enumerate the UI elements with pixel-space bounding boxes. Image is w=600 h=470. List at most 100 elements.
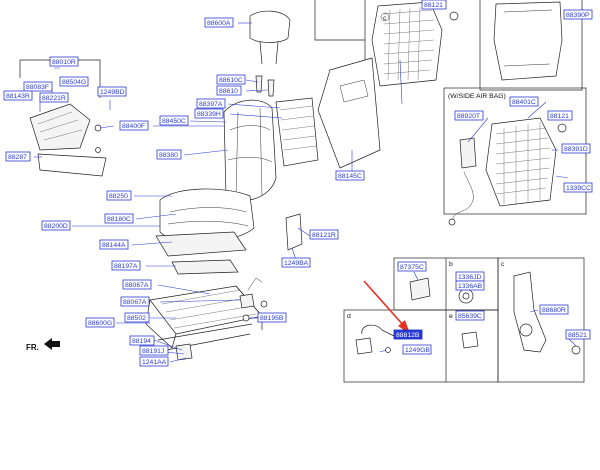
callout-label[interactable]: 88121 [421,0,447,10]
callout-label[interactable]: 88221R [39,92,69,103]
section-d-part [355,324,395,355]
callout-box [59,76,89,87]
callout-label[interactable]: 88083F [23,81,53,92]
callout-code: 1336AB [458,283,483,290]
callout-highlighted[interactable]: 88812B [393,329,423,340]
section-b-letter: b [449,261,453,268]
callout-code: 87375C [400,264,424,271]
callout-box [124,312,150,323]
side-air-bag-backrest [448,117,567,226]
seat-side-cover [29,103,107,177]
callout-label[interactable]: 88600A [204,17,234,28]
callout-label[interactable]: 1249BD [97,86,127,97]
callout-label[interactable]: 88339H [194,108,224,119]
callout-label[interactable]: 87375C [397,261,427,272]
callout-label[interactable]: 1249BA [281,257,311,268]
callout-code: 88194 [132,338,151,345]
callout-label[interactable]: 88180C [104,213,134,224]
callout-label[interactable]: 88380 [156,149,182,160]
callout-box [129,335,155,346]
callout-label[interactable]: 88401C [509,96,539,107]
backrest-frame-top [371,1,459,87]
callout-code: 88083F [26,84,49,91]
callout-label[interactable]: 88067A [122,279,152,290]
callout-label[interactable]: 88450C [159,115,189,126]
callout-label[interactable]: 88197A [111,260,141,271]
callout-box [216,74,246,85]
callout-box [139,345,169,356]
seat-track-frame [145,285,268,361]
seat-back-cushion [223,99,277,202]
section-c-letter: c [501,261,505,268]
callout-label[interactable]: 88600G [85,317,115,328]
callout-label[interactable]: 88010R [49,56,79,67]
callout-label[interactable]: 88391D [561,143,591,154]
callout-box [97,86,127,97]
callout-label[interactable]: 88287 [5,151,31,162]
callout-label[interactable]: 88145C [335,170,365,181]
callout-label[interactable]: 88143R [3,90,33,101]
callout-code: 88121 [550,113,569,120]
callout-label[interactable]: 88390P [563,9,593,20]
callout-label[interactable]: 88400F [119,120,149,131]
callout-label[interactable]: 88191J [139,345,169,356]
callout-code: 88010R [52,59,76,66]
callout-label[interactable]: 1249GB [402,344,432,355]
callout-box [547,110,573,121]
callout-label[interactable]: 88067A [120,296,150,307]
section-d-letter: d [347,313,351,320]
callout-label[interactable]: 88121R [309,229,339,240]
callout-box [509,96,539,107]
callout-label[interactable]: 1339CC [563,182,593,193]
callout-label[interactable]: 88920T [454,110,484,121]
callout-code: 88221R [42,95,66,102]
seat-mat [171,259,239,275]
callout-label[interactable]: 88144A [99,239,129,250]
callout-code: 88191J [142,348,164,355]
seat-cushion [159,188,255,243]
callout-code: 88502 [127,315,146,322]
callout-label[interactable]: 88397A [196,98,226,109]
callout-box [3,90,33,101]
callout-code: 88250 [109,193,128,200]
callout-label[interactable]: 88250 [106,190,132,201]
callout-code: 88397A [199,101,223,108]
callout-label[interactable]: 88680R [539,304,569,315]
callout-label[interactable]: 88200D [41,220,71,231]
callout-label[interactable]: 88195B [257,312,287,323]
callout-box [23,81,53,92]
callout-box [393,329,423,340]
recliner-cover [285,213,303,251]
callout-label[interactable]: 88610 [216,85,242,96]
callout-box [204,17,234,28]
callout-code: 88521 [568,332,587,339]
callout-code: 88339H [197,111,221,118]
callout-code: 1249GB [405,347,430,354]
callout-box [139,356,169,367]
callout-label[interactable]: 85639C [455,310,485,321]
backrest-cover-top [493,1,563,81]
side-air-bag-heading: (W/SIDE AIR BAG) [448,93,506,100]
callout-label[interactable]: 88502 [124,312,150,323]
callout-label[interactable]: 88504G [59,76,89,87]
callout-label[interactable]: 88610C [216,74,246,85]
callout-label[interactable]: 88521 [565,329,591,340]
callout-box [99,239,129,250]
callout-code: 1249BA [284,260,309,267]
callout-box [563,182,593,193]
callout-code: 88390P [566,12,590,19]
callout-label[interactable]: 88194 [129,335,155,346]
callout-label[interactable]: 1336JD [455,271,485,282]
callout-box [402,344,432,355]
callout-box [335,170,365,181]
callout-label[interactable]: 1336AB [455,280,485,291]
section-a-part [409,277,431,301]
callout-box [156,149,182,160]
section-e-letter: e [449,313,453,320]
callout-code: 88600G [88,320,112,327]
callout-box [85,317,115,328]
callout-label[interactable]: 88121 [547,110,573,121]
callout-label[interactable]: 1241AA [139,356,169,367]
callout-box [561,143,591,154]
